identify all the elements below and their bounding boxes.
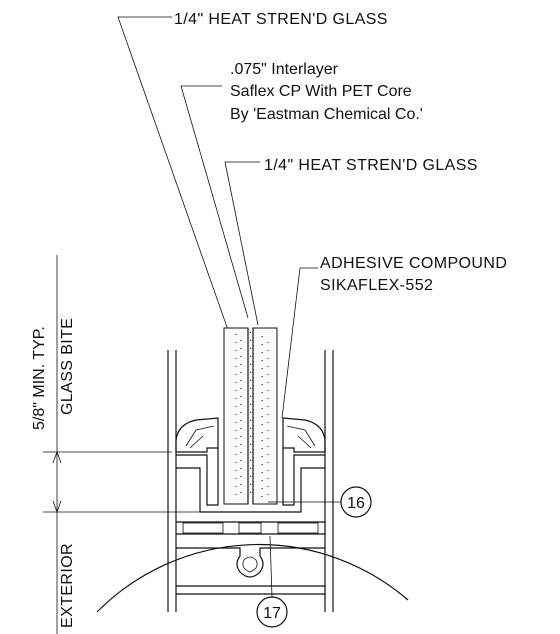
detail-circle bbox=[96, 543, 409, 613]
aluminum-frame bbox=[167, 350, 334, 612]
label-interlayer-line3: By 'Eastman Chemical Co.' bbox=[230, 106, 423, 123]
callout-17-number: 17 bbox=[263, 605, 281, 622]
callout-16: 16 bbox=[268, 486, 372, 518]
leader-adhesive bbox=[281, 267, 318, 419]
label-interlayer-line1: .075" Interlayer bbox=[230, 61, 339, 78]
label-dimension: 5/8" MIN. TYP. bbox=[31, 326, 48, 430]
leader-glass-top bbox=[117, 16, 229, 331]
label-adhesive-line2: SIKAFLEX-552 bbox=[320, 277, 433, 294]
adhesive-compound bbox=[175, 417, 326, 453]
leader-interlayer bbox=[180, 85, 249, 319]
leader-glass-second bbox=[224, 161, 260, 326]
label-glass-top: 1/4" HEAT STREN'D GLASS bbox=[174, 11, 388, 28]
label-exterior: EXTERIOR bbox=[59, 543, 76, 628]
label-glass-second: 1/4" HEAT STREN'D GLASS bbox=[264, 157, 478, 174]
label-adhesive-line1: ADHESIVE COMPOUND bbox=[320, 255, 507, 272]
label-interlayer-line2: Saflex CP With PET Core bbox=[230, 83, 412, 100]
laminated-glass bbox=[223, 327, 278, 505]
label-glass-bite: GLASS BITE bbox=[59, 318, 76, 415]
callout-16-number: 16 bbox=[347, 495, 365, 512]
callout-17: 17 bbox=[256, 535, 288, 628]
